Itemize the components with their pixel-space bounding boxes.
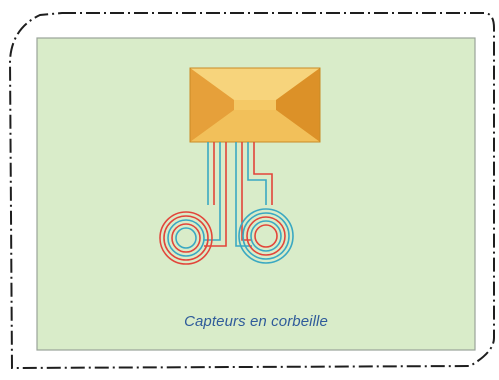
right-coil: [238, 208, 294, 264]
diagram-caption: Capteurs en corbeille: [184, 313, 328, 330]
pipe-right-blue: [235, 142, 252, 247]
pipe-right-red: [241, 142, 252, 241]
dashed-outer-border: [8, 12, 495, 370]
pipe-right-red-2: [253, 142, 273, 205]
left-coil: [159, 211, 213, 265]
collector-box: [189, 67, 321, 143]
pipe-left-blue-2: [204, 142, 221, 241]
pipe-right-blue-2: [247, 142, 267, 205]
